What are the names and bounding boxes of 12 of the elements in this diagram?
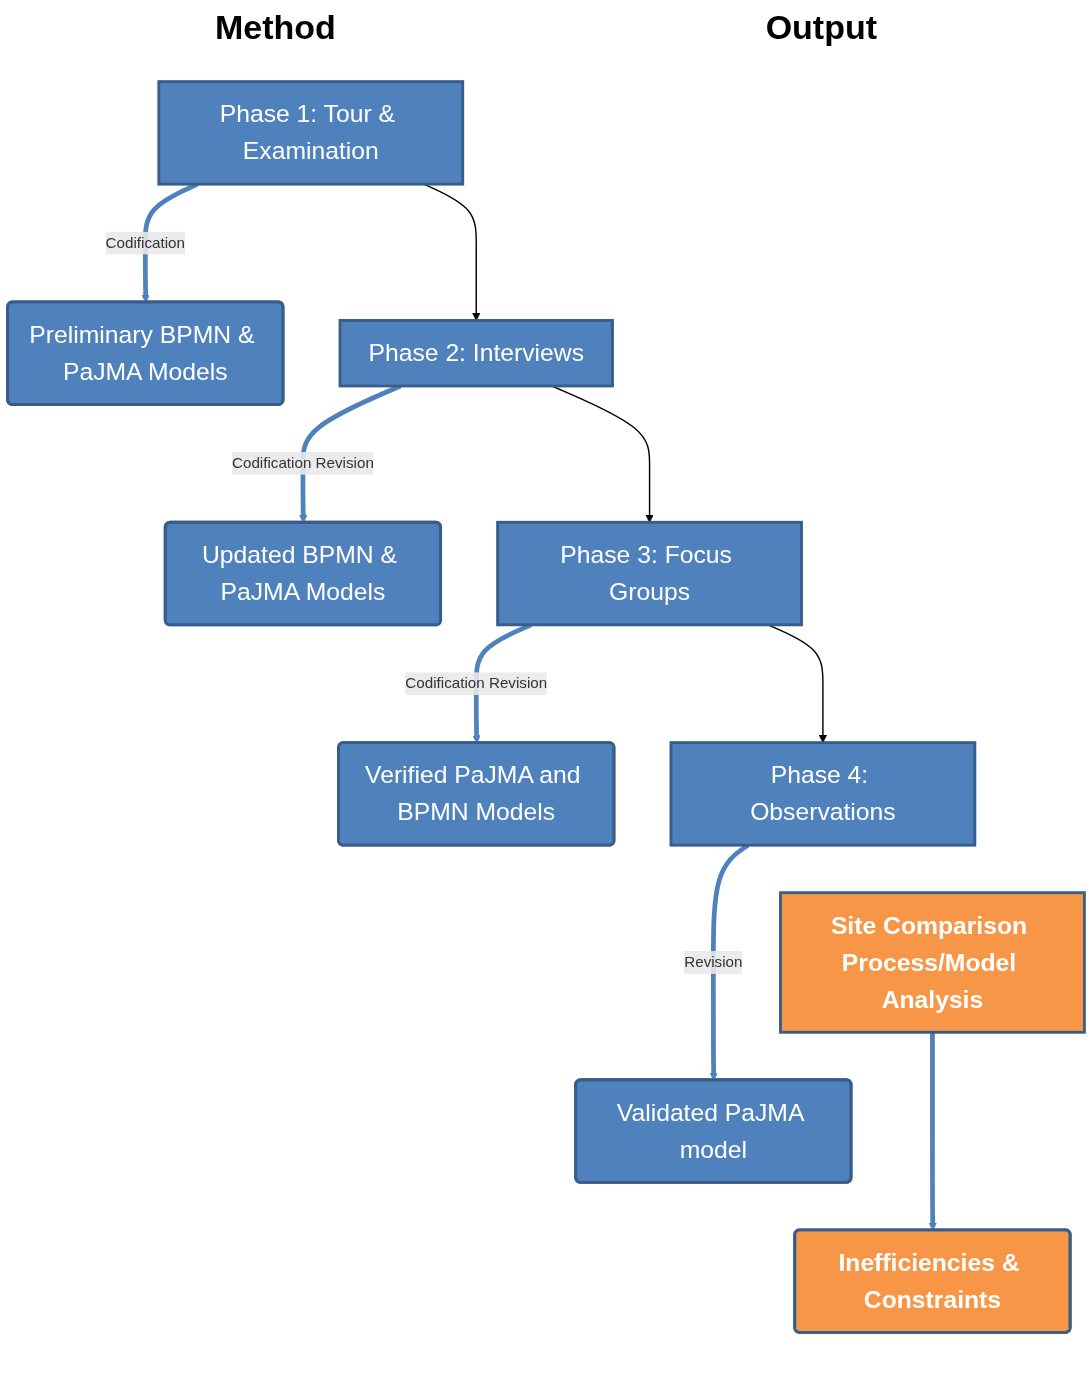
column-heading: Method bbox=[214, 8, 336, 47]
node-box: Phase 2: Interviews bbox=[338, 319, 614, 388]
node-box: Phase 4: Observations bbox=[669, 741, 977, 847]
node-box: Site Comparison Process/Model Analysis bbox=[779, 891, 1086, 1034]
edge-label: Revision bbox=[684, 953, 743, 971]
edge-label: Codification bbox=[105, 234, 186, 251]
arrow bbox=[551, 385, 654, 523]
node-box: Phase 1: Tour & Examination bbox=[157, 80, 465, 186]
edge-label: Codification Revision bbox=[405, 675, 548, 692]
node-box: Phase 3: Focus Groups bbox=[496, 520, 803, 627]
column-heading: Output bbox=[765, 8, 878, 47]
edge-label: Codification Revision bbox=[231, 454, 374, 471]
